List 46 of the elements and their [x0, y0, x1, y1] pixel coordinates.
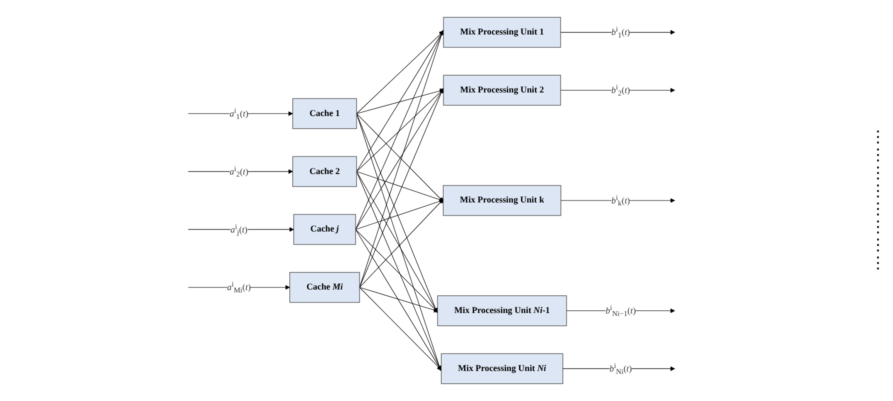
edge-label: b$^{i}$$_{1}$(t)	[611, 24, 630, 40]
edge-label: b$^{i}$$_{Ni}$(t)	[610, 361, 632, 376]
arrow	[188, 227, 294, 232]
arrow	[355, 229, 438, 313]
arrow	[359, 287, 442, 370]
edge-label: a$^{i}$$_{1}$(t)	[230, 106, 248, 120]
edge-label: b$^{i}$$_{k}$(t)	[611, 193, 630, 208]
ellipsis-dots: ⋮	[870, 254, 886, 272]
arrow	[560, 88, 676, 93]
edge-label: a$^{i}$$_{Mi}$(t)	[227, 280, 251, 294]
arrow	[356, 113, 444, 202]
node-box: Mix Processing Unit 1	[443, 16, 561, 48]
arrow	[356, 171, 444, 202]
node-box: Cache 1	[292, 98, 357, 129]
arrow	[356, 171, 438, 313]
node-box: Mix Processing Unit 2	[443, 74, 561, 106]
arrow	[188, 111, 293, 116]
arrow	[359, 30, 444, 288]
node-box: Mix Processing Unit k	[442, 185, 562, 216]
edge-label: a$^{i}$$_{j}$(t)	[230, 222, 248, 236]
edge-label: b$^{i}$$_{2}$(t)	[611, 82, 630, 98]
arrow	[560, 198, 676, 203]
arrow	[560, 30, 676, 35]
arrow	[188, 284, 290, 290]
edge-label: b$^{i}$$_{Ni−1}$(t)	[606, 303, 636, 318]
arrow	[355, 229, 442, 371]
ellipsis-dots: ⋮	[870, 182, 886, 200]
ellipsis-dots: ⋮	[870, 218, 886, 236]
ellipsis-dots: ⋮	[870, 164, 886, 182]
node-box: Mix Processing Unit Ni-1	[437, 295, 567, 326]
ellipsis-dots: ⋮	[870, 236, 886, 254]
arrow	[359, 198, 444, 288]
node-box: Mix Processing Unit Ni	[440, 353, 564, 384]
arrow	[188, 169, 293, 174]
ellipsis-dots: ⋮	[870, 128, 886, 146]
ellipsis-dots: ⋮	[870, 200, 886, 218]
arrow	[356, 171, 442, 371]
arrow	[356, 88, 444, 172]
ellipsis-dots: ⋮	[870, 146, 886, 164]
arrow	[355, 88, 444, 230]
node-box: Cache 2	[292, 156, 357, 187]
edge-label: a$^{i}$$_{2}$(t)	[230, 164, 248, 178]
arrow	[562, 366, 676, 372]
node-box: Cache j	[293, 214, 356, 245]
node-box: Cache Mi	[289, 272, 360, 303]
arrow	[359, 287, 439, 312]
